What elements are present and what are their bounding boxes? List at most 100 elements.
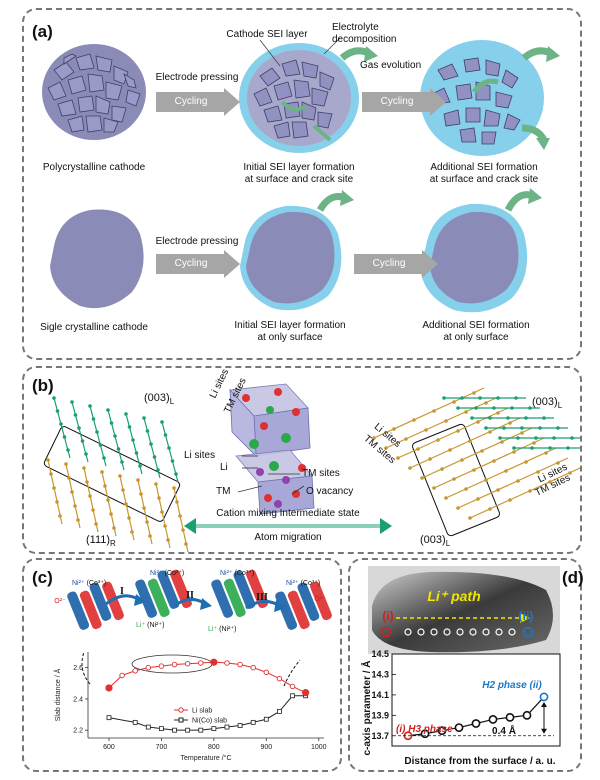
c-axis-point — [539, 692, 549, 702]
tm-atom — [94, 522, 98, 526]
single-caption: Sigle crystalline cathode — [40, 322, 148, 333]
ni-slab-point — [185, 727, 191, 733]
tm-atom — [484, 478, 488, 482]
cycling-label: Cycling — [354, 254, 424, 274]
cycling-label: Cycling — [156, 92, 226, 112]
tm-atom — [556, 461, 560, 465]
left-111-label: (111)R — [86, 534, 116, 549]
panel-a-label: (a) — [32, 22, 53, 41]
tm-atom — [464, 410, 468, 414]
li-atom — [542, 416, 546, 420]
li-site-line — [53, 397, 71, 459]
x-tick-label: 600 — [103, 744, 115, 751]
ni-slab-point — [172, 727, 177, 733]
li-atom — [456, 406, 460, 410]
li-atom — [124, 412, 128, 416]
tm-atom — [452, 477, 456, 481]
tm-site-line — [397, 407, 509, 459]
series-line-0 — [108, 661, 306, 694]
tm-atom — [58, 514, 62, 518]
li-atom — [152, 455, 157, 459]
tm-atom — [73, 504, 77, 508]
tm-atom — [76, 518, 80, 522]
li-atom — [95, 430, 99, 434]
ni2-label-3: Ni²⁺ (Co³⁺) — [220, 570, 255, 577]
initial-sei-surface-2: at only surface — [257, 332, 323, 343]
ni-slab-point — [237, 723, 243, 728]
y-tick-label: 14.1 — [371, 690, 389, 700]
arrow-head — [430, 88, 446, 116]
li-atom — [145, 429, 150, 433]
legend-li-text: Li slab — [192, 708, 212, 715]
li-slab-point — [145, 664, 152, 671]
tm-atom — [496, 488, 500, 492]
poly-initial-sei — [239, 37, 378, 153]
tm-atom — [118, 474, 122, 478]
c-axis-point — [437, 726, 447, 736]
tm-atom — [476, 420, 480, 424]
li-label-3: Li⁺ (Ni²⁺) — [208, 626, 237, 633]
tm-atom — [544, 451, 548, 455]
panel-b-label: (b) — [32, 376, 54, 395]
li-atom — [106, 408, 110, 412]
legend-li-marker — [178, 707, 184, 713]
mid-tm: TM — [216, 486, 231, 497]
li-atom — [59, 422, 63, 426]
panel-b: (b) (003)L Li — [22, 366, 582, 554]
li-slab-point — [184, 660, 191, 667]
tm-atom — [424, 428, 428, 432]
li-atom — [520, 426, 524, 430]
tm-atom — [452, 400, 456, 404]
li-atom — [528, 406, 532, 410]
panel-b-graphics — [43, 383, 580, 552]
panel-a-graphics — [42, 37, 560, 313]
tm-atom — [121, 488, 125, 492]
legend-ni-text: Ni(Co) slab — [192, 718, 227, 725]
li-atom — [524, 416, 528, 420]
tm-atom — [568, 471, 572, 475]
y-tick-label: 14.3 — [371, 669, 389, 679]
d-ylabel: c-axis parameter / Å — [362, 660, 373, 756]
ni-slab-point — [250, 719, 256, 725]
tm-atom — [52, 486, 56, 490]
tm-atom — [181, 528, 185, 532]
mid-li-sites: Li sites — [184, 450, 216, 461]
tm-atom — [396, 456, 400, 460]
li-atom — [160, 420, 164, 424]
tm-atom — [520, 431, 524, 435]
tm-atom — [444, 419, 448, 423]
li-atom — [488, 416, 492, 420]
li-atom — [478, 396, 482, 400]
cycling-label: Cycling — [362, 92, 432, 112]
li-atom — [66, 448, 70, 452]
cycling-arrow-bottom-1: Cycling — [156, 250, 240, 278]
tm-atom — [488, 430, 492, 434]
ni2-label-2: Ni²⁺ (Co³⁺) — [150, 570, 185, 577]
x-tick-label: 900 — [260, 744, 272, 751]
mid-li: Li — [220, 462, 228, 473]
tm-atom — [166, 538, 170, 542]
ni-slab-point — [277, 709, 282, 714]
tm-atom — [436, 438, 440, 442]
mid-tm-sites: TM sites — [302, 468, 340, 479]
left-lattice-box — [43, 426, 181, 522]
tem-marker-ii — [522, 626, 534, 638]
single-initial-sei — [240, 190, 354, 311]
tm-atom — [412, 418, 416, 422]
tm-site-line — [155, 483, 171, 549]
li-atom — [102, 456, 106, 460]
o2-label-4: O²⁻ — [314, 596, 326, 603]
li-atom — [174, 472, 178, 476]
li-site-line — [89, 405, 107, 467]
li-atom — [506, 416, 510, 420]
tm-atom — [67, 476, 71, 480]
y-tick-label: 14.5 — [371, 649, 389, 659]
li-site-line — [71, 401, 89, 463]
cycling-arrow-top-2: Cycling — [362, 88, 446, 116]
tem-sample-point — [430, 628, 438, 636]
right-003-top: (003)L — [532, 396, 563, 411]
tm-atom — [163, 524, 167, 528]
tm-atom — [404, 437, 408, 441]
tm-atom — [472, 391, 476, 395]
tem-marker-i — [380, 626, 392, 638]
